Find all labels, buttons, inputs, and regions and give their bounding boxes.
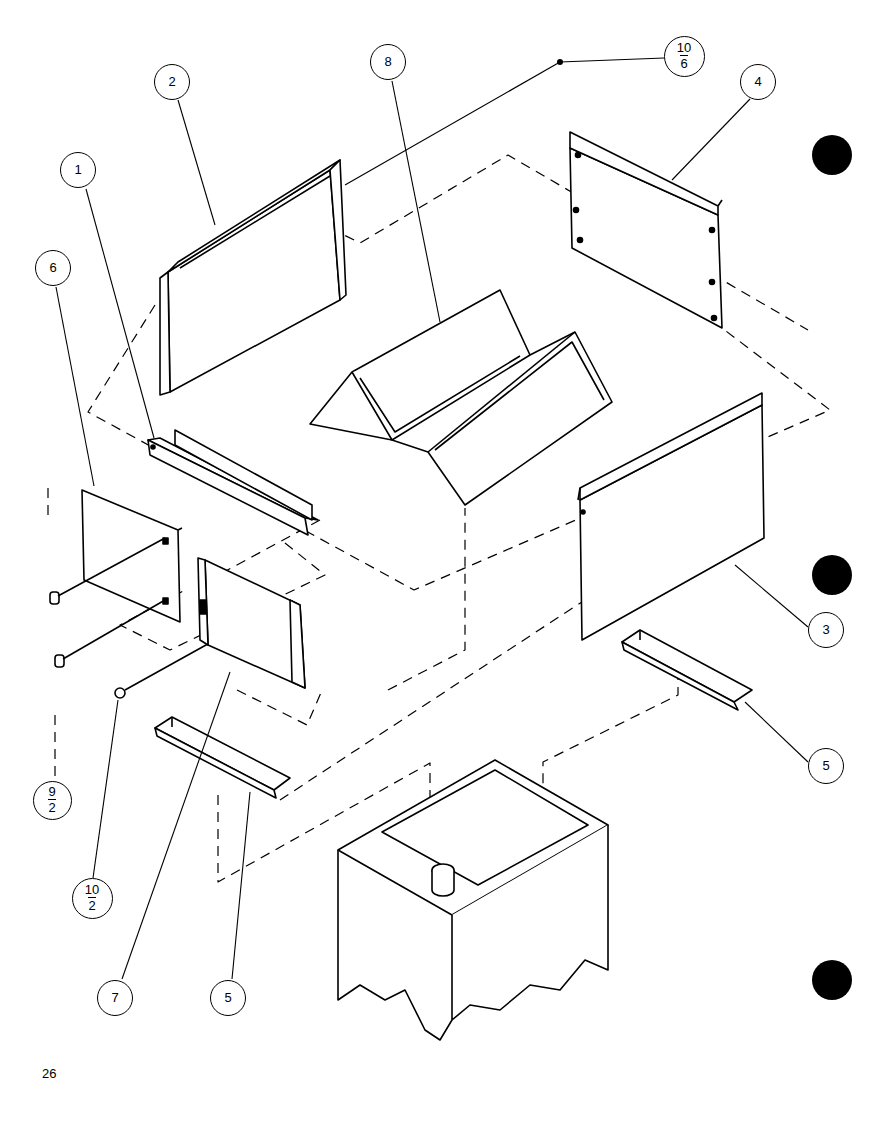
callout-text: 5 bbox=[822, 759, 829, 773]
callout-text: 10 bbox=[677, 41, 691, 55]
binder-hole bbox=[812, 555, 852, 595]
access-panel bbox=[198, 558, 305, 688]
callout-number: 3 bbox=[808, 612, 844, 648]
callout-text: 3 bbox=[822, 623, 829, 637]
callout-number: 92 bbox=[33, 781, 72, 820]
callout-text: 1 bbox=[74, 163, 81, 177]
page-number: 26 bbox=[42, 1066, 56, 1081]
callout-text: 2 bbox=[168, 75, 175, 89]
callout-number: 6 bbox=[35, 250, 71, 286]
callout-text: 9 bbox=[48, 785, 55, 799]
callout-number: 1 bbox=[60, 152, 96, 188]
callout-number: 7 bbox=[97, 980, 133, 1016]
callout-number: 8 bbox=[370, 44, 406, 80]
callout-text: 4 bbox=[754, 75, 761, 89]
screw bbox=[557, 59, 563, 65]
binder-hole bbox=[812, 135, 852, 175]
callout-text: 10 bbox=[85, 883, 99, 897]
binder-hole bbox=[812, 960, 852, 1000]
callout-number: 4 bbox=[740, 64, 776, 100]
callout-number: 106 bbox=[664, 36, 705, 77]
callout-number: 5 bbox=[808, 748, 844, 784]
callout-text: 6 bbox=[49, 261, 56, 275]
callout-number: 2 bbox=[154, 64, 190, 100]
coil-frame bbox=[310, 290, 612, 505]
side-panel bbox=[570, 132, 722, 328]
front-panel bbox=[578, 393, 764, 640]
rail bbox=[148, 430, 318, 535]
base-cabinet bbox=[338, 760, 608, 1040]
callout-text: 2 bbox=[48, 799, 55, 815]
support-rail bbox=[155, 717, 290, 798]
leader-lines bbox=[56, 58, 808, 979]
callout-text: 2 bbox=[88, 897, 95, 913]
callout-text: 7 bbox=[111, 991, 118, 1005]
support-rail bbox=[622, 630, 752, 710]
callout-text: 5 bbox=[224, 991, 231, 1005]
callout-text: 8 bbox=[384, 55, 391, 69]
screw bbox=[50, 538, 215, 698]
callout-number: 5 bbox=[210, 980, 246, 1016]
callout-text: 6 bbox=[680, 55, 687, 71]
callout-number: 102 bbox=[72, 878, 113, 919]
side-panel bbox=[160, 160, 346, 395]
